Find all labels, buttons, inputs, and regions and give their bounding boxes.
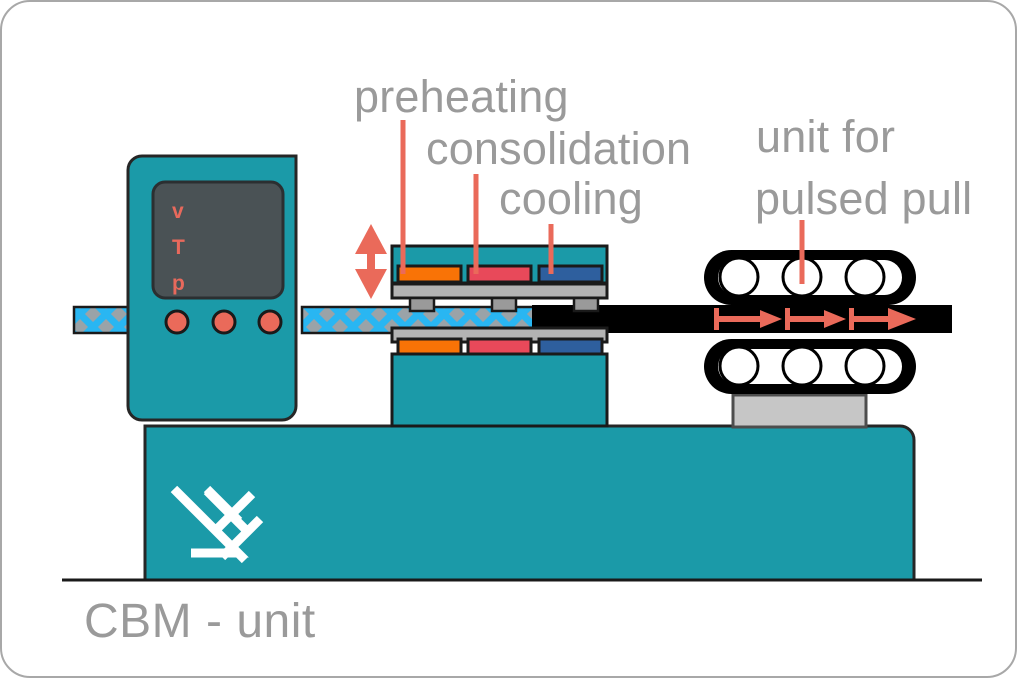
puller-pedestal [731, 393, 868, 429]
control-buttons[interactable] [164, 309, 283, 335]
screen-readout-v: v [172, 200, 184, 223]
chevron-logo [170, 485, 264, 564]
pulse-arrows [714, 308, 916, 330]
roller-lower-2 [781, 345, 823, 387]
roller-lower-1 [718, 345, 760, 387]
label-preheating: preheating [354, 71, 569, 122]
infeed-braid-left [72, 305, 138, 335]
zone-preheating-upper [396, 264, 463, 284]
roller-upper-3 [844, 256, 886, 298]
machine-base [143, 424, 916, 582]
zone-consolidation-upper [466, 264, 533, 284]
label-consolidation: consolidation [426, 123, 692, 174]
leader-lines [400, 120, 805, 284]
platen-upper [390, 282, 609, 300]
zone-cooling-upper [537, 264, 604, 284]
control-button-3[interactable] [257, 309, 283, 335]
label-unit-for: unit for [756, 111, 896, 162]
screen-readout-p: p [172, 272, 185, 295]
label-cooling: cooling [499, 173, 644, 224]
control-button-1[interactable] [164, 309, 190, 335]
puller-track-lower [704, 339, 916, 394]
roller-lower-3 [844, 345, 886, 387]
label-pulsed-pull: pulsed pull [755, 173, 973, 224]
guide-block-upper-3 [572, 296, 600, 313]
guide-block-upper-2 [490, 296, 518, 313]
guide-block-upper-1 [408, 296, 436, 313]
press-motion-arrow [355, 224, 387, 299]
press-lower [390, 326, 609, 428]
roller-upper-1 [718, 256, 760, 298]
screen-readout-T: T [172, 236, 185, 259]
diagram-caption: CBM - unit [84, 595, 316, 648]
puller-track-upper [704, 250, 916, 305]
control-screen: v T p [151, 180, 285, 300]
press-upper [390, 244, 609, 313]
control-button-2[interactable] [211, 309, 237, 335]
